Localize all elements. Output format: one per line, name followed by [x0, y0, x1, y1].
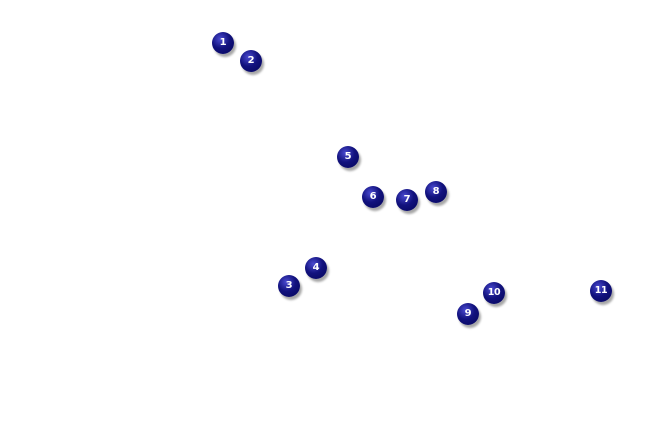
map-marker-10[interactable]: 10 [483, 282, 505, 304]
map-marker-4[interactable]: 4 [305, 257, 327, 279]
map-marker-label: 9 [464, 308, 472, 319]
map-marker-label: 7 [403, 194, 411, 205]
map-marker-label: 5 [344, 151, 352, 162]
map-marker-label: 2 [247, 55, 255, 66]
map-marker-label: 4 [312, 262, 320, 273]
map-marker-6[interactable]: 6 [362, 186, 384, 208]
map-marker-label: 1 [219, 37, 227, 48]
map-marker-3[interactable]: 3 [278, 275, 300, 297]
map-marker-2[interactable]: 2 [240, 50, 262, 72]
map-marker-11[interactable]: 11 [590, 280, 612, 302]
map-marker-1[interactable]: 1 [212, 32, 234, 54]
map-marker-8[interactable]: 8 [425, 181, 447, 203]
map-marker-label: 11 [594, 285, 608, 296]
map-marker-5[interactable]: 5 [337, 146, 359, 168]
map-marker-label: 6 [369, 191, 377, 202]
map-marker-label: 3 [285, 280, 293, 291]
map-marker-7[interactable]: 7 [396, 189, 418, 211]
map-marker-label: 10 [487, 287, 501, 298]
map-marker-9[interactable]: 9 [457, 303, 479, 325]
map-marker-label: 8 [432, 186, 440, 197]
